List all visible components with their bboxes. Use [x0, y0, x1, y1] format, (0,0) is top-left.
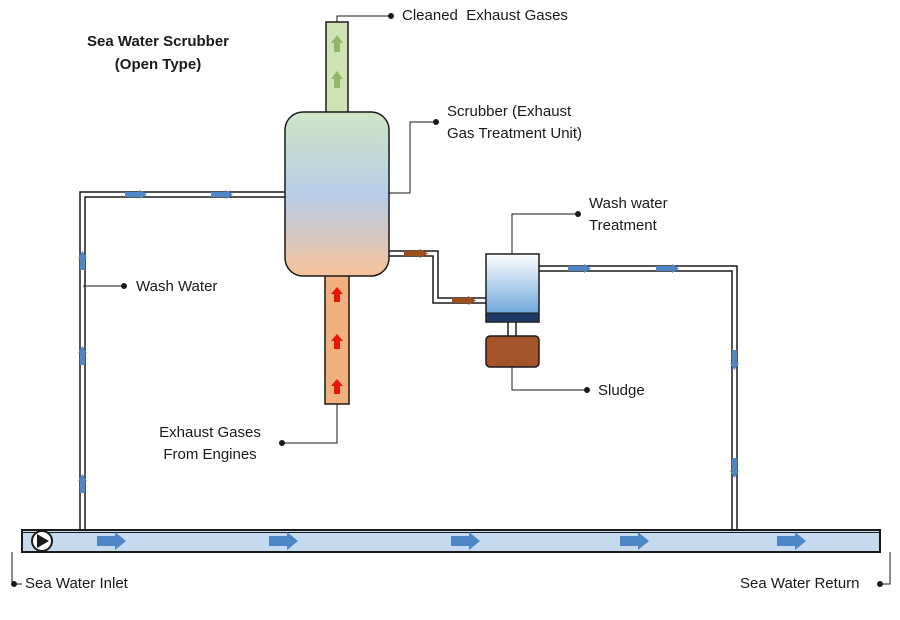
title-line-1: Sea Water Scrubber: [87, 33, 229, 50]
sea-flow-arrows: [97, 532, 806, 550]
discharge-arrows: [404, 249, 476, 305]
diagram-title: Sea Water Scrubber (Open Type): [58, 30, 258, 76]
label-exhaust-inlet-line-2: From Engines: [163, 446, 257, 463]
clean-exhaust-stack: [325, 21, 349, 115]
scrubber-vessel: [284, 111, 390, 277]
label-wash-water: Wash Water: [136, 278, 218, 295]
label-sea-water-return: Sea Water Return: [740, 575, 860, 592]
label-sludge: Sludge: [598, 382, 645, 399]
label-scrubber-line-2: Gas Treatment Unit): [447, 125, 583, 142]
label-exhaust-inlet-line-1: Exhaust Gases: [159, 424, 261, 441]
label-scrubber: Scrubber (Exhaust Gas Treatment Unit): [447, 101, 582, 145]
exhaust-inlet-stack: [324, 273, 350, 405]
return-pipe: [539, 265, 738, 530]
wash-water-treatment-tank: [485, 253, 540, 336]
label-wash-water-treatment: Wash water Treatment: [589, 193, 668, 237]
label-scrubber-line-1: Scrubber (Exhaust: [447, 103, 572, 120]
return-arrows: [568, 264, 739, 478]
title-line-2: (Open Type): [114, 56, 202, 73]
label-sea-water-inlet: Sea Water Inlet: [25, 575, 128, 592]
label-wash-treatment-line-2: Treatment: [589, 217, 657, 234]
label-cleaned-exhaust: Cleaned Exhaust Gases: [402, 7, 568, 24]
wash-water-arrows: [78, 190, 233, 493]
pump-icon: [31, 530, 53, 552]
discharge-pipe: [388, 250, 486, 304]
sludge-container: [485, 335, 540, 368]
leader-lines: [11, 15, 891, 585]
wash-water-pipe: [79, 191, 286, 530]
label-exhaust-inlet: Exhaust Gases From Engines: [150, 422, 270, 466]
leader-dots: [11, 13, 883, 587]
label-wash-treatment-line-1: Wash water: [589, 195, 668, 212]
